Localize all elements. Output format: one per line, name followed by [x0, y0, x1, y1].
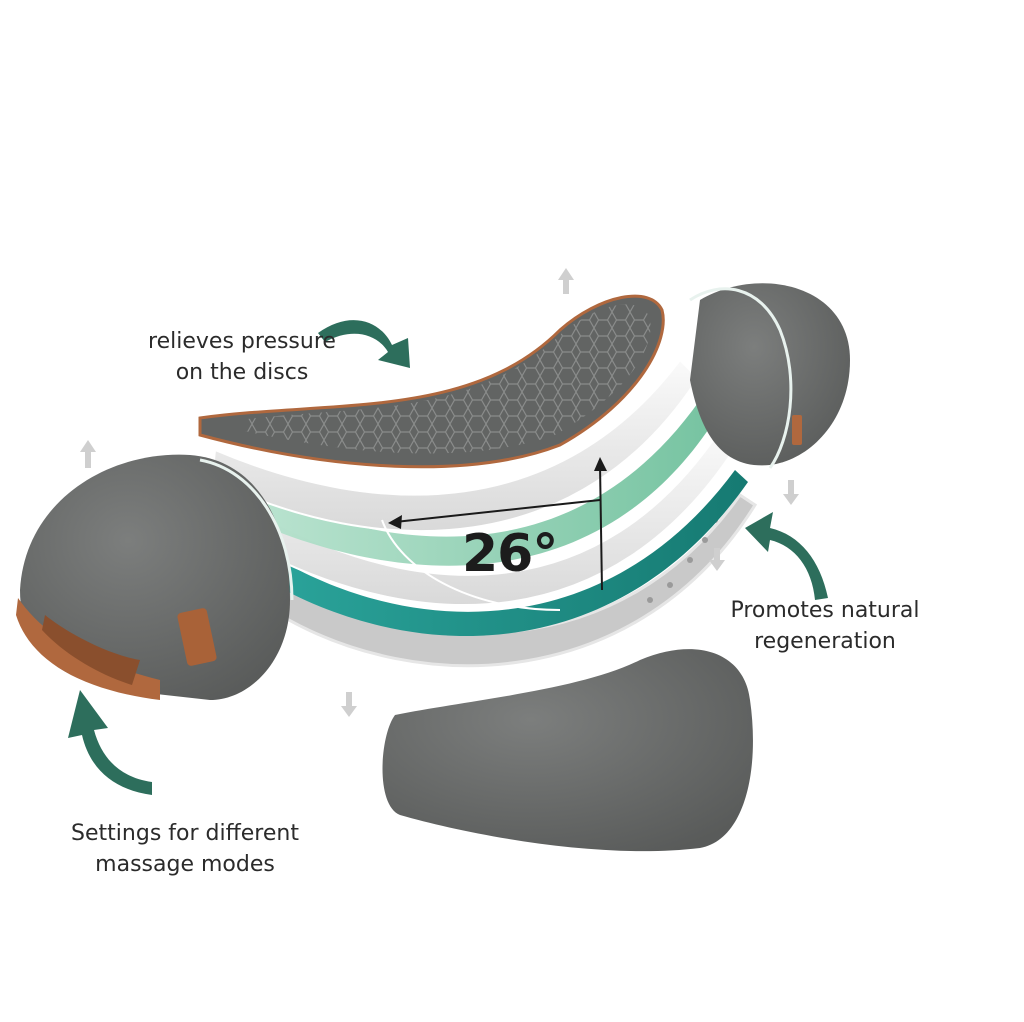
caption-line: relieves pressure [148, 329, 336, 354]
caption-line: Promotes natural [730, 598, 920, 623]
hint-arrow-up-top [558, 268, 574, 294]
left-end-cap [16, 454, 294, 700]
hint-arrow-up-left [80, 440, 96, 468]
angle-degree-label: 26° [462, 524, 558, 584]
green-arrow-top [318, 320, 410, 368]
angle-ray-horizontal [394, 499, 601, 523]
green-arrow-left [68, 690, 152, 795]
top-cover-hex-mesh [240, 304, 651, 454]
green-layer [238, 400, 716, 566]
angle-arc [381, 519, 561, 611]
caption-line: massage modes [95, 852, 275, 877]
bottom-pad [382, 649, 753, 852]
teal-layer [275, 470, 748, 637]
hint-arrow-down-right [783, 480, 799, 505]
right-end-cap [689, 283, 850, 469]
caption-line: Settings for different [71, 821, 299, 846]
caption-promotes-regeneration: Promotes natural regeneration [700, 595, 950, 657]
hint-arrow-down-mid [709, 548, 725, 571]
caption-line: on the discs [175, 360, 309, 385]
angle-arrowhead-left [388, 515, 402, 529]
green-arrow-right [745, 512, 828, 600]
angle-ray-vertical [599, 464, 603, 591]
caption-relieves-pressure: relieves pressure on the discs [112, 326, 372, 388]
angle-arrowhead-up [594, 457, 607, 471]
hint-arrow-down-bottom [341, 692, 357, 717]
caption-massage-modes: Settings for different massage modes [40, 818, 330, 880]
caption-line: regeneration [754, 629, 896, 654]
